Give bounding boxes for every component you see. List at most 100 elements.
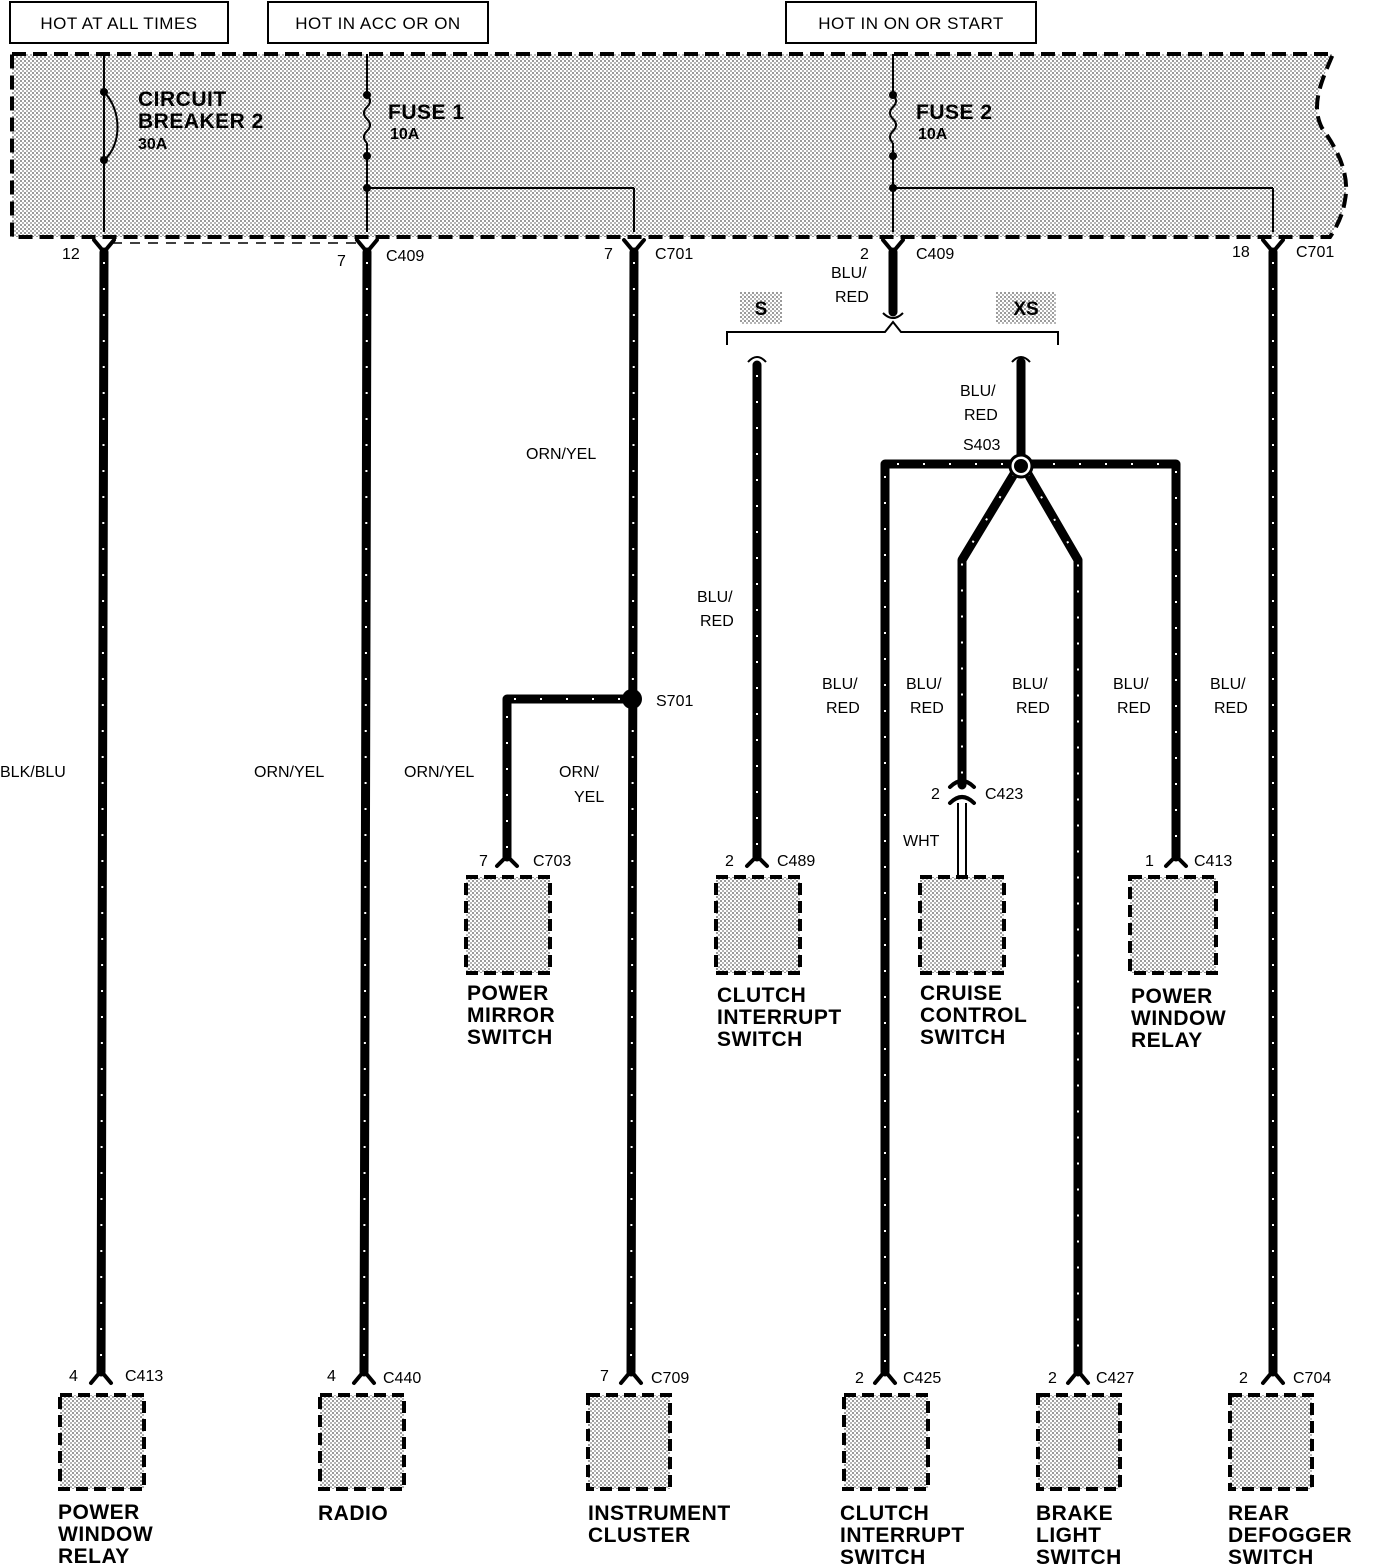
option-s-label: S (755, 299, 768, 320)
bottom-clutch-interrupt-switch-box (842, 1393, 930, 1491)
wire-label-blk-blu: BLK/BLU (0, 764, 66, 781)
cruise-control-switch-box (918, 875, 1006, 975)
fuse-1-rating: 10A (390, 126, 420, 143)
clutch-label-3: SWITCH (717, 1028, 803, 1051)
b2-name: C440 (383, 1370, 421, 1387)
wire-label-blu-red-a-2: RED (826, 700, 860, 717)
b3-label-1: INSTRUMENT (588, 1502, 731, 1525)
wire-label-blu-red-s-2: RED (700, 613, 734, 630)
c2-pin: 7 (337, 253, 346, 270)
cruise-label-3: SWITCH (920, 1026, 1006, 1049)
header-hot-in-on-or-start: HOT IN ON OR START (785, 1, 1037, 44)
mid-connector-symbols (495, 779, 1188, 868)
b4-label-2: INTERRUPT (840, 1524, 965, 1547)
fuse-2 (889, 54, 1274, 232)
clutch-connector-name: C489 (777, 853, 815, 870)
wire-label-blu-red-d-1: BLU/ (1113, 676, 1149, 693)
clutch-label-1: CLUTCH (717, 984, 806, 1007)
mirror-label-1: POWER (467, 982, 549, 1005)
b3-name: C709 (651, 1370, 689, 1387)
mirror-label-3: SWITCH (467, 1026, 553, 1049)
bottom-power-window-relay-box (58, 1393, 146, 1491)
b1-name: C413 (125, 1368, 163, 1385)
b4-label-3: SWITCH (840, 1546, 926, 1566)
radio-box (318, 1393, 406, 1491)
circuit-breaker-rating: 30A (138, 136, 168, 153)
relay-label-2: WINDOW (1131, 1007, 1226, 1030)
relay-connector-pin: 1 (1145, 853, 1154, 870)
b2-label-1: RADIO (318, 1502, 388, 1525)
b3-label-2: CLUSTER (588, 1524, 691, 1547)
wires (96, 247, 1278, 1377)
header-hot-in-acc-or-on-label: HOT IN ACC OR ON (295, 14, 460, 33)
power-window-relay-box (1128, 875, 1218, 975)
bottom-connector-symbols (89, 1367, 1285, 1385)
b6-label-1: REAR (1228, 1502, 1290, 1525)
wire-label-orn-yel-radio: ORN/YEL (254, 764, 324, 781)
option-xs-label: XS (1013, 299, 1038, 320)
b5-name: C427 (1096, 1370, 1134, 1387)
clutch-interrupt-switch-label: CLUTCH INTERRUPT SWITCH (717, 984, 842, 1051)
b4-pin: 2 (855, 1370, 864, 1387)
circuit-breaker-label-2: BREAKER 2 (138, 110, 264, 133)
cruise-label-1: CRUISE (920, 982, 1002, 1005)
c3-pin: 7 (604, 246, 613, 263)
option-s-badge: S (740, 292, 782, 324)
power-mirror-switch-box (464, 875, 552, 975)
fuse-2-label: FUSE 2 (916, 101, 993, 124)
c1-pin: 12 (62, 246, 80, 263)
b5-pin: 2 (1048, 1370, 1057, 1387)
header-hot-in-on-or-start-label: HOT IN ON OR START (818, 14, 1004, 33)
wire-label-blu-red-e-2: RED (1214, 700, 1248, 717)
relay-label-3: RELAY (1131, 1029, 1203, 1052)
rear-defogger-switch-box (1228, 1393, 1314, 1491)
b6-pin: 2 (1239, 1370, 1248, 1387)
wire-label-blu-red-e-1: BLU/ (1210, 676, 1246, 693)
b3-pin: 7 (600, 1368, 609, 1385)
splice-s403-label: S403 (963, 437, 1000, 454)
wire-label-orn-yel-lower-2: YEL (574, 789, 604, 806)
wire-label-blu-red-c-2: RED (1016, 700, 1050, 717)
power-window-relay-label: POWER WINDOW RELAY (1131, 985, 1226, 1052)
power-mirror-switch-label: POWER MIRROR SWITCH (467, 982, 555, 1049)
b6-name: C704 (1293, 1370, 1331, 1387)
cruise-label-2: CONTROL (920, 1004, 1027, 1027)
instrument-cluster-label: INSTRUMENT CLUSTER (588, 1502, 731, 1547)
header-hot-in-acc-or-on: HOT IN ACC OR ON (267, 1, 489, 44)
b5-label-2: LIGHT (1036, 1524, 1102, 1547)
c2-name: C409 (386, 248, 424, 265)
brake-light-switch-box (1036, 1393, 1122, 1491)
clutch-interrupt-switch-box (714, 875, 802, 975)
wire-label-blu-red-a-1: BLU/ (822, 676, 858, 693)
b6-label-3: SWITCH (1228, 1546, 1314, 1566)
brake-light-switch-label: BRAKE LIGHT SWITCH (1036, 1502, 1121, 1566)
mirror-label-2: MIRROR (467, 1004, 555, 1027)
b1-pin: 4 (69, 1368, 78, 1385)
circuit-breaker-2 (100, 54, 119, 232)
wire-label-orn-yel-upper: ORN/YEL (526, 446, 596, 463)
wire-label-blu-red-top-2: RED (835, 289, 869, 306)
b5-label-1: BRAKE (1036, 1502, 1113, 1525)
c4-pin: 2 (860, 246, 869, 263)
splice-s701-label: S701 (656, 693, 693, 710)
b4-name: C425 (903, 1370, 941, 1387)
wire-label-blu-red-top-1: BLU/ (831, 265, 867, 282)
b1-label-2: WINDOW (58, 1523, 153, 1546)
option-bracket (726, 312, 1059, 363)
fuse-1 (363, 54, 635, 232)
mirror-connector-pin: 7 (479, 853, 488, 870)
fuse-2-rating: 10A (918, 126, 948, 143)
c4-name: C409 (916, 246, 954, 263)
wire-label-blu-red-c-1: BLU/ (1012, 676, 1048, 693)
splice-s701 (622, 689, 642, 709)
b2-pin: 4 (327, 1368, 336, 1385)
fuse-1-label: FUSE 1 (388, 101, 465, 124)
c3-name: C701 (655, 246, 693, 263)
circuit-breaker-label-1: CIRCUIT (138, 88, 227, 111)
cruise-connector-pin: 2 (931, 786, 940, 803)
b4-label-1: CLUTCH (840, 1502, 929, 1525)
clutch-label-2: INTERRUPT (717, 1006, 842, 1029)
cruise-connector-name: C423 (985, 786, 1023, 803)
b1-label-3: RELAY (58, 1545, 130, 1566)
